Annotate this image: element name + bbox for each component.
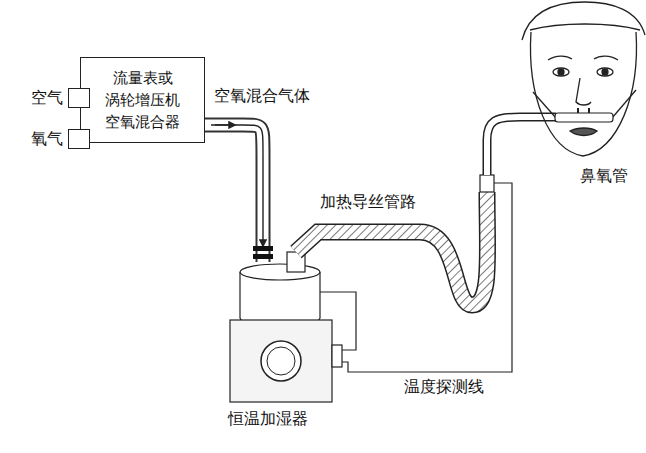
node-title: 流量表或 涡轮增压机	[98, 67, 188, 111]
collar	[253, 246, 273, 251]
control-dial	[261, 341, 301, 381]
heater-wire	[320, 292, 356, 350]
collar	[253, 254, 273, 259]
gas-tube	[205, 125, 263, 262]
chamber-top	[240, 264, 320, 280]
node-title: 恒温加湿器	[228, 408, 308, 430]
right-brow	[594, 56, 618, 60]
part-label: 温度探测线	[402, 377, 486, 397]
mixer-box: 流量表或 涡轮增压机空氧混合器	[80, 57, 205, 143]
node-text: 空氧混合器	[105, 111, 180, 133]
control-dial-inner	[267, 347, 295, 375]
mouth	[570, 128, 597, 136]
probe-socket	[332, 345, 342, 367]
edge-label: 空氧混合气体	[212, 86, 312, 106]
thin-tube-outline	[487, 117, 556, 175]
left-strap	[533, 92, 556, 118]
node-title: 氧气	[31, 128, 63, 150]
right-strap	[612, 90, 636, 118]
heated-tube-outline	[296, 192, 488, 305]
tube-collars	[253, 246, 273, 259]
left-pupil	[558, 69, 564, 75]
nose	[576, 78, 591, 105]
patient-face	[522, 2, 645, 156]
heated-tube-hatch	[296, 192, 488, 305]
heater-base	[230, 320, 332, 402]
thin-tube	[487, 117, 556, 175]
humidifier: 恒温加湿器	[224, 262, 336, 430]
flow-arrow	[215, 124, 235, 125]
left-eye	[553, 68, 569, 76]
humidifier-drawing	[230, 252, 342, 402]
node-title: 空气	[31, 87, 63, 109]
right-pupil	[602, 69, 608, 75]
face-outline	[531, 32, 637, 156]
flow-arrow	[211, 125, 263, 246]
edge-group	[205, 125, 263, 262]
left-brow	[548, 56, 572, 60]
part-label: 鼻氧管	[578, 166, 630, 186]
tube-wall	[205, 125, 263, 262]
cap-line	[530, 24, 640, 30]
cap	[522, 2, 645, 40]
oxygen-inlet: 氧气	[68, 129, 90, 149]
right-eye	[597, 68, 613, 76]
tube-bore	[205, 125, 263, 262]
temperature-sensor	[480, 175, 494, 192]
part-label: 加热导丝管路	[318, 192, 418, 212]
cannula	[555, 113, 613, 122]
nasal-prongs	[578, 108, 589, 113]
air-inlet: 空气	[68, 88, 90, 108]
